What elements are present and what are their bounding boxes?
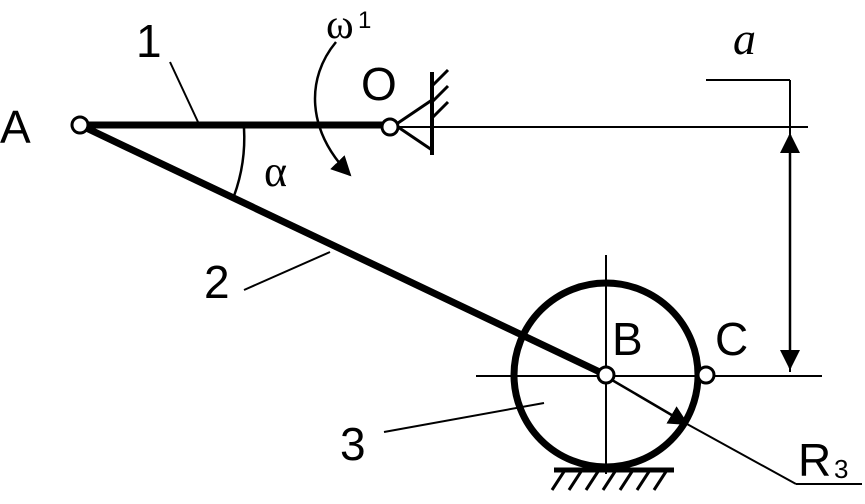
radius-leader [686,423,797,485]
fixed-support-o [394,68,450,155]
radius-arrow [611,378,689,426]
omega-rotation-arrow [313,41,352,177]
label-a: A [0,101,31,153]
label-link-1: 1 [136,15,162,67]
point-c-marker [696,365,716,385]
leader-link-3 [383,402,545,433]
label-link-2: 2 [204,256,230,308]
label-dimension-a: a [733,13,756,64]
joint-o [380,117,400,137]
label-o: O [361,58,397,110]
ground-support [550,467,674,491]
label-omega: ω [326,2,354,48]
label-omega-subscript: 1 [358,7,371,34]
label-b: B [612,313,643,365]
label-link-3: 3 [340,418,366,470]
joint-a [70,115,90,135]
label-radius: R [798,434,831,486]
label-alpha: α [264,147,287,196]
link-2-rod [78,121,608,379]
label-c: C [715,313,748,365]
label-radius-subscript: 3 [834,454,848,484]
joint-b [596,365,616,385]
leader-link-2 [243,251,331,291]
alpha-arc [232,127,246,197]
leader-link-1 [169,61,199,123]
